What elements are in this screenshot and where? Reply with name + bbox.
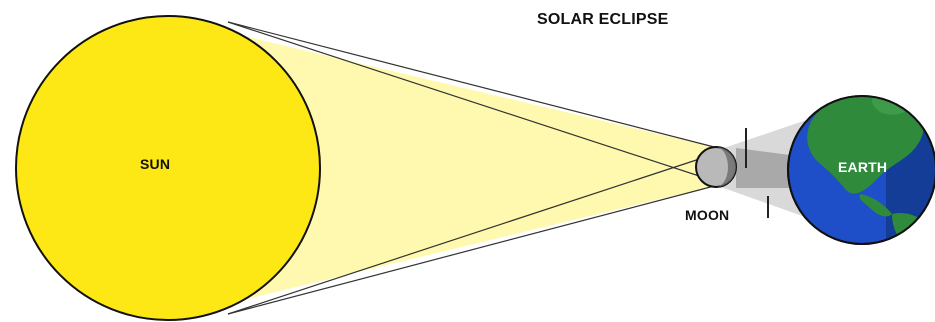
moon-label: MOON bbox=[685, 208, 729, 222]
umbra-shadow bbox=[736, 148, 790, 188]
sun-label: SUN bbox=[140, 157, 170, 171]
earth-south-america bbox=[892, 213, 934, 247]
diagram-title: SOLAR ECLIPSE bbox=[537, 12, 669, 28]
earth-label: EARTH bbox=[838, 160, 887, 174]
